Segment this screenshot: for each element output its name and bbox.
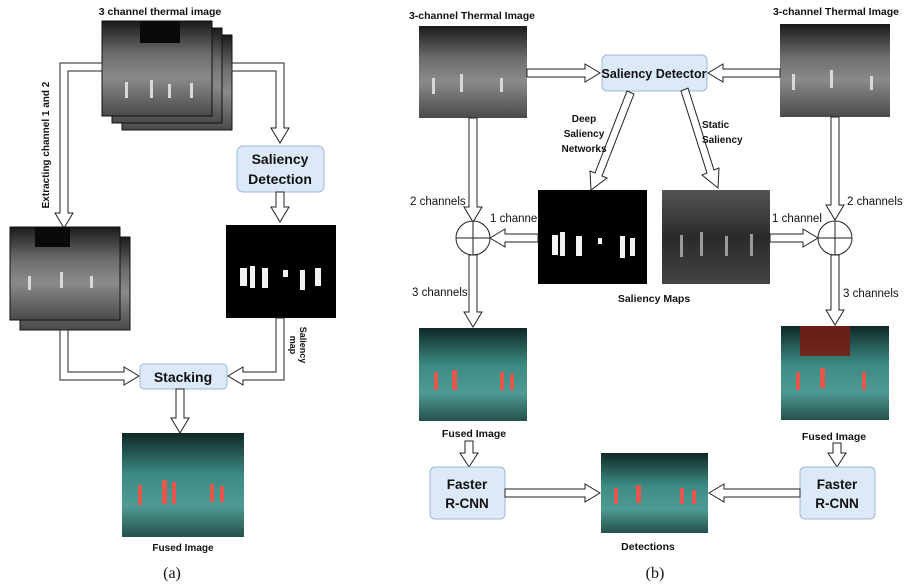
saliency-map-label-line1: Saliency: [298, 327, 308, 364]
arrow-extract: [54, 62, 103, 229]
fused-image-a: [122, 433, 244, 537]
deep-saliency-line3: Networks: [561, 144, 606, 155]
fused-label-right: Fused Image: [802, 431, 866, 443]
rcnn-left-line1: Faster: [447, 477, 488, 492]
saliency-map-label-line2: map: [288, 336, 298, 355]
thermal-right-label: 3-channel Thermal Image: [773, 6, 899, 18]
thermal-image-label: 3 channel thermal image: [99, 6, 222, 18]
arrow-fused-to-rcnn-right: [827, 442, 847, 468]
thermal-image-left: [419, 26, 527, 118]
detections-image: [601, 453, 708, 533]
saliency-maps-label: Saliency Maps: [618, 293, 691, 305]
fused-image-right: [781, 326, 889, 420]
saliency-detector-label: Saliency Detector: [602, 67, 707, 81]
rcnn-right-line1: Faster: [817, 477, 858, 492]
static-saliency-line1: Static: [702, 120, 730, 131]
caption-a: (a): [163, 565, 181, 582]
two-channels-right: 2 channels: [847, 196, 903, 208]
arrow-fusion-to-fused-left: [463, 254, 483, 328]
saliency-map-image: [226, 225, 336, 318]
arrow-map-to-stacking: [227, 317, 285, 386]
fused-label-left: Fused Image: [442, 428, 506, 440]
fused-image-label-a: Fused Image: [152, 543, 214, 554]
stacking-box: Stacking: [139, 363, 228, 390]
extracted-channel-stack: [9, 226, 131, 331]
arrow-right-to-fusion: [825, 116, 845, 221]
arrow-left-to-fusion: [463, 117, 483, 223]
one-channel-left: 1 channel: [490, 213, 540, 225]
saliency-detector-box: Saliency Detector: [601, 54, 708, 92]
arrow-right-to-detector: [707, 63, 781, 83]
one-channel-right: 1 channel: [772, 213, 822, 225]
static-saliency-line2: Saliency: [702, 135, 743, 146]
arrow-static-map-to-fusion: [769, 228, 819, 248]
three-channels-left: 3 channels: [412, 287, 468, 299]
three-channels-right: 3 channels: [843, 288, 899, 300]
fusion-node-left: [455, 220, 491, 256]
two-channels-left: 2 channels: [410, 196, 466, 208]
rcnn-right-line2: R-CNN: [815, 496, 859, 511]
arrow-detector-to-deep-map: [589, 90, 635, 191]
deep-saliency-map: [538, 190, 647, 284]
static-saliency-map: [662, 190, 770, 284]
thermal-left-label: 3-channel Thermal Image: [409, 10, 535, 22]
arrow-left-to-detector: [526, 63, 601, 83]
panel-b: 3-channel Thermal Image 3-channel Therma…: [409, 6, 903, 582]
arrow-fused-to-rcnn-left: [459, 440, 479, 468]
faster-rcnn-box-right: Faster R-CNN: [799, 466, 876, 520]
detections-label: Detections: [621, 541, 675, 553]
saliency-detection-line1: Saliency: [252, 151, 309, 167]
arrow-channels-to-stacking: [59, 329, 140, 386]
arrow-to-fused-a: [170, 388, 190, 434]
arrow-to-saliency-detection: [231, 62, 290, 144]
saliency-detection-line2: Detection: [248, 171, 312, 187]
caption-b: (b): [646, 565, 665, 582]
arrow-fusion-to-fused-right: [825, 254, 845, 326]
saliency-detection-box: Saliency Detection: [236, 145, 325, 193]
fused-image-left: [419, 328, 527, 421]
stacking-label: Stacking: [154, 369, 212, 385]
arrow-rcnn-left-to-detections: [504, 483, 601, 503]
faster-rcnn-box-left: Faster R-CNN: [429, 466, 506, 520]
arrow-deep-map-to-fusion: [489, 228, 539, 248]
fusion-node-right: [817, 220, 853, 256]
thermal-image-stack: [101, 20, 233, 131]
deep-saliency-line1: Deep: [572, 114, 596, 125]
rcnn-left-line2: R-CNN: [445, 496, 489, 511]
extract-label: Extracting channel 1 and 2: [41, 81, 52, 208]
deep-saliency-line2: Saliency: [564, 129, 605, 140]
thermal-image-right: [780, 24, 890, 117]
arrow-detector-to-static-map: [680, 87, 720, 190]
panel-a: 3 channel thermal image Extracting chann…: [9, 6, 336, 582]
arrow-to-saliency-map: [270, 191, 290, 223]
arrow-rcnn-right-to-detections: [708, 483, 801, 503]
